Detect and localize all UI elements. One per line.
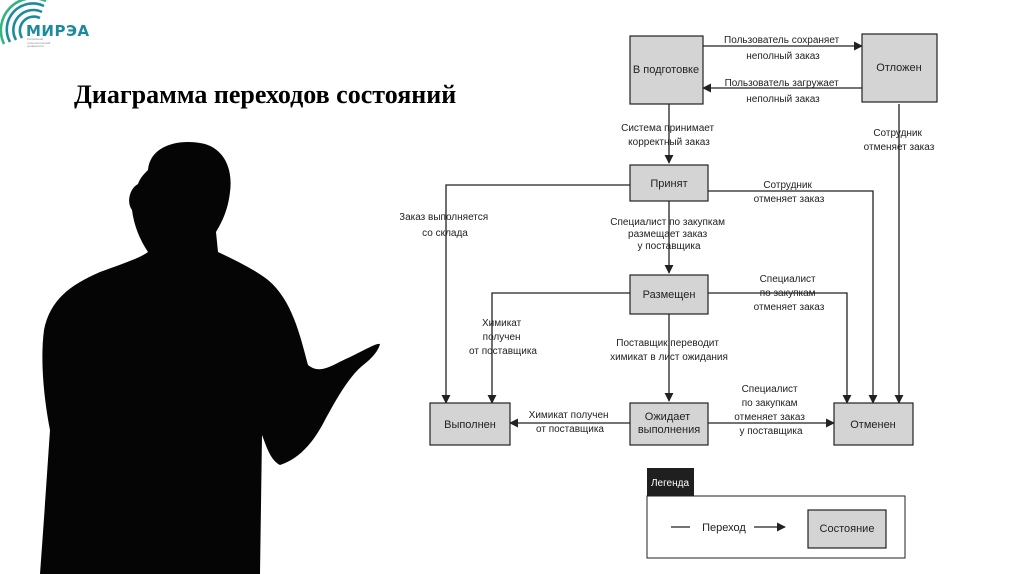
label-accept: Система принимает корректный заказ [621,123,717,148]
state-placed-box [629,274,709,315]
arrow-emp-cancel-accepted [708,190,878,404]
label-load: Пользователь загружает неполный заказ [725,78,842,105]
label-emp-cancel-postponed: Сотрудник отменяет заказ [864,128,935,153]
state-accepted-box [629,164,709,202]
legend-state-label: Состояние [820,523,875,535]
state-accepted: Принят [650,178,687,190]
legend: Легенда Переход Состояние [646,468,906,559]
university-logo: МИРЭА Российский технологический универс… [0,0,100,60]
state-awaiting: Ожидает выполнения [638,411,700,436]
logo-waves-icon [0,0,47,45]
state-placed: Размещен [643,289,696,301]
state-cancelled-box [833,402,914,446]
transition-lines [441,41,904,428]
logo-subtitle: Российский технологический университет [27,37,51,48]
slide-title: Диаграмма переходов состояний [74,80,457,109]
label-emp-cancel-accepted: Сотрудник отменяет заказ [754,180,825,205]
state-postponed-box [861,33,938,103]
state-awaiting-box [629,402,709,446]
legend-transition-label: Переход [702,522,746,534]
state-prep-box [629,35,704,105]
label-chem-received-awaiting: Химикат получен от поставщика [529,410,612,435]
label-chem-received-placed: Химикат получен от поставщика [469,318,537,357]
state-transition-diagram: В подготовке Отложен Принят Размещен Ожи… [400,33,938,559]
state-cancelled: Отменен [850,419,896,431]
state-done-box [429,402,511,446]
state-done: Выполнен [444,419,496,431]
presenter-silhouette [40,141,380,574]
label-backorder: Поставщик переводит химикат в лист ожида… [610,338,728,363]
legend-title-bg [647,468,694,496]
legend-state-box [807,509,887,549]
state-prep: В подготовке [633,64,699,76]
label-spec-cancel-awaiting: Специалист по закупкам отменяет заказ у … [734,384,807,437]
state-postponed: Отложен [876,62,921,74]
label-save: Пользователь сохраняет неполный заказ [724,35,842,62]
label-from-stock: Заказ выполняется со склада [400,212,491,239]
logo-name: МИРЭА [26,22,90,40]
label-place: Специалист по закупкам размещает заказ у… [610,217,727,252]
arrow-from-stock [441,184,630,404]
label-spec-cancel-placed: Специалист по закупкам отменяет заказ [754,274,825,313]
arrow-chem-received-placed [487,292,630,404]
arrow-spec-cancel-placed [708,292,852,404]
legend-title: Легенда [651,478,689,489]
